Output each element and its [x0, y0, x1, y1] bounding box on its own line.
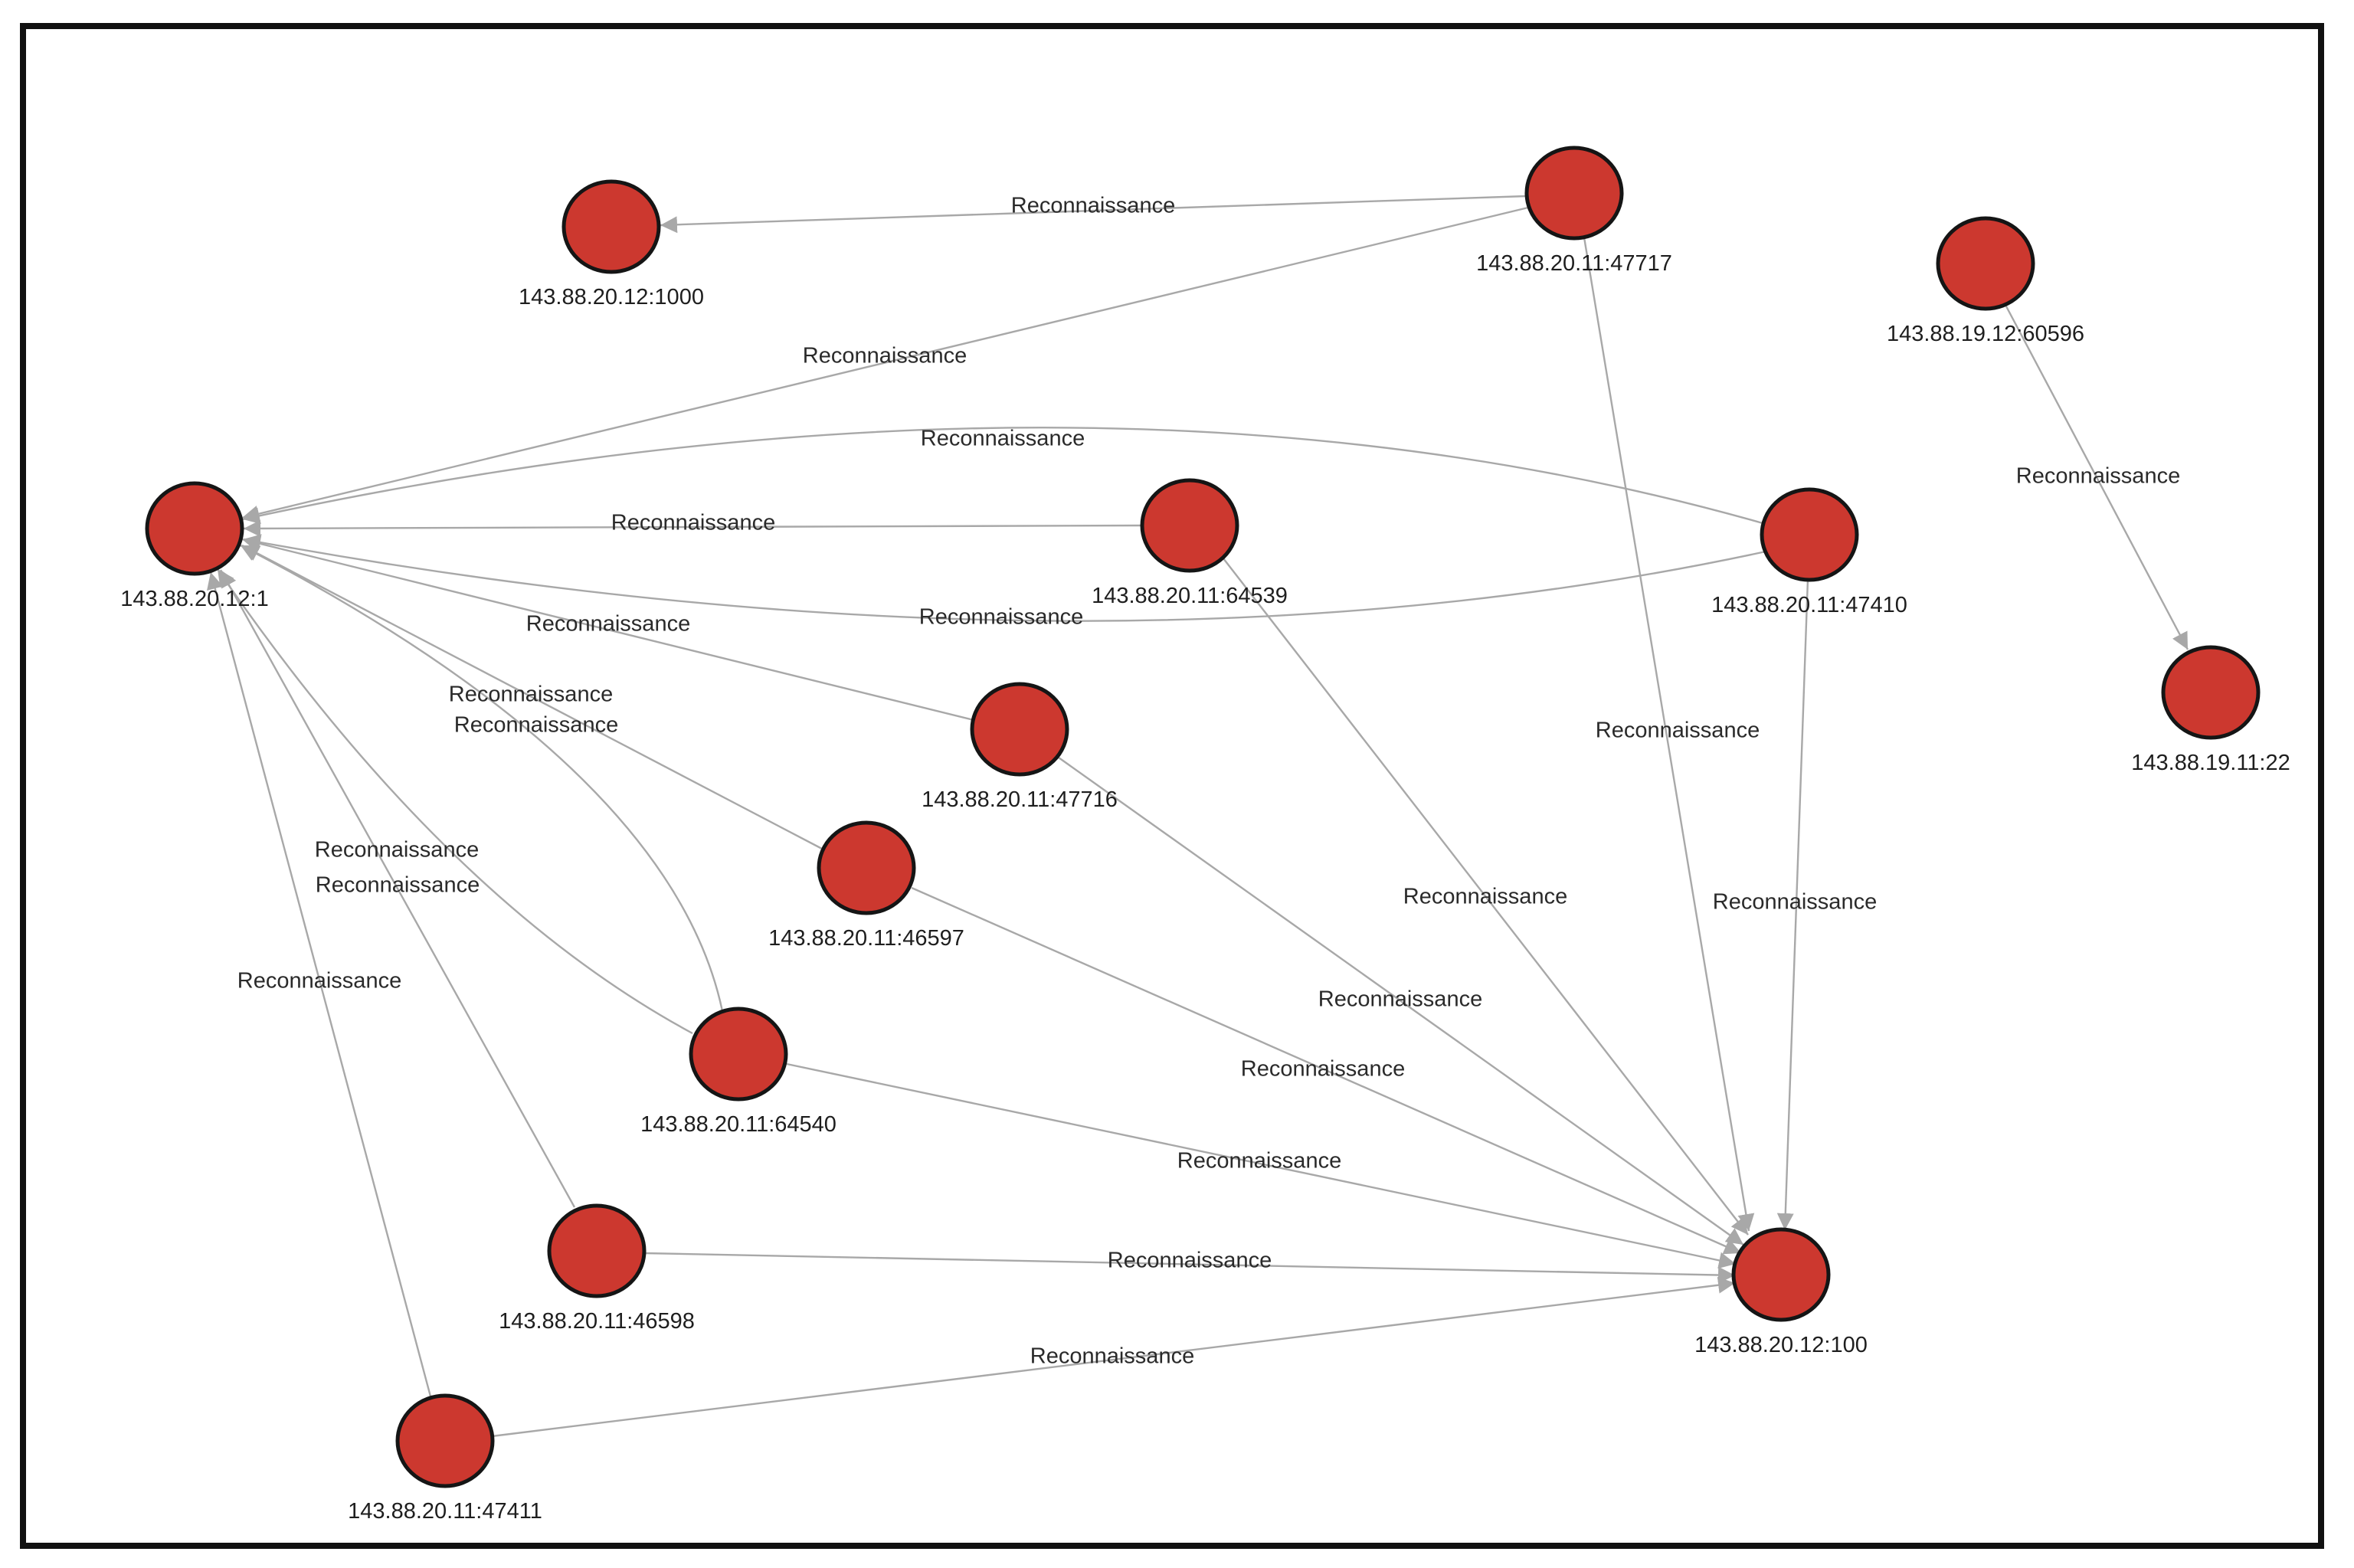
node-circle[interactable] [1524, 146, 1624, 241]
edge-label: Reconnaissance [1011, 194, 1175, 218]
edge-label: Reconnaissance [921, 427, 1085, 451]
node-label: 143.88.20.11:64539 [1092, 584, 1288, 608]
edge-label: Reconnaissance [1030, 1344, 1194, 1369]
node-circle[interactable] [689, 1007, 788, 1102]
edge-n11_64540-to-n12_100 [786, 1062, 1737, 1269]
node-circle[interactable] [561, 179, 661, 274]
edge-n11_47717-to-n12_100 [1583, 237, 1755, 1232]
edge-label: Reconnaissance [611, 511, 775, 535]
node-n19_12_60596[interactable]: 143.88.19.12:60596 [1887, 216, 2084, 346]
edge-n11_46598-to-n12_1 [219, 569, 576, 1208]
node-circle[interactable] [145, 481, 244, 576]
edge-label-layer: ReconnaissanceReconnaissanceReconnaissan… [237, 194, 2180, 1369]
node-circle[interactable] [970, 682, 1069, 777]
edge-n11_47716-to-n12_1 [241, 535, 974, 722]
node-label: 143.88.20.11:47717 [1476, 251, 1672, 276]
edge-n11_47411-to-n12_1 [207, 571, 432, 1397]
edge-n11_64540-to-n12_1 [217, 568, 693, 1035]
node-n19_11_22[interactable]: 143.88.19.11:22 [2131, 645, 2290, 775]
node-n11_64540[interactable]: 143.88.20.11:64540 [640, 1007, 837, 1137]
node-circle[interactable] [395, 1393, 495, 1488]
node-n11_64539[interactable]: 143.88.20.11:64539 [1092, 478, 1288, 608]
node-n11_47717[interactable]: 143.88.20.11:47717 [1476, 146, 1672, 276]
node-n11_47716[interactable]: 143.88.20.11:47716 [922, 682, 1118, 812]
node-label: 143.88.19.12:60596 [1887, 322, 2084, 346]
edge-n11_46598-to-n12_100 [644, 1252, 1736, 1284]
node-n12_1[interactable]: 143.88.20.12:1 [120, 481, 269, 611]
edge-label: Reconnaissance [316, 873, 480, 898]
node-n12_100[interactable]: 143.88.20.12:100 [1694, 1227, 1868, 1357]
edge-label: Reconnaissance [1596, 719, 1760, 743]
edge-n11_47410-to-n12_1 [242, 427, 1763, 525]
edge-label: Reconnaissance [1403, 885, 1567, 909]
node-n11_47411[interactable]: 143.88.20.11:47411 [348, 1393, 542, 1524]
edge-label: Reconnaissance [1241, 1057, 1405, 1082]
node-circle[interactable] [1140, 478, 1239, 573]
edge-n11_46597-to-n12_100 [911, 886, 1742, 1255]
edge-label: Reconnaissance [1318, 987, 1482, 1012]
node-label: 143.88.20.12:1000 [519, 285, 704, 309]
node-n11_46597[interactable]: 143.88.20.11:46597 [768, 820, 964, 951]
edge-n11_64540-to-n12_1 [240, 544, 724, 1012]
edge-n11_47716-to-n12_100 [1058, 757, 1744, 1246]
node-circle[interactable] [1760, 487, 1859, 582]
edge-n11_47717-to-n12_1000 [660, 195, 1527, 234]
node-circle[interactable] [1936, 216, 2035, 311]
node-circle[interactable] [2161, 645, 2261, 740]
edge-label: Reconnaissance [1177, 1149, 1341, 1174]
node-label: 143.88.20.11:47410 [1711, 593, 1907, 617]
edge-label: Reconnaissance [2016, 464, 2180, 489]
edge-label: Reconnaissance [315, 838, 479, 863]
edge-n19_12_60596-to-n19_11_22 [2004, 304, 2189, 650]
node-n11_47410[interactable]: 143.88.20.11:47410 [1711, 487, 1907, 617]
node-n11_46598[interactable]: 143.88.20.11:46598 [499, 1203, 695, 1334]
edge-label: Reconnaissance [449, 683, 613, 707]
edge-label: Reconnaissance [454, 713, 618, 738]
node-label: 143.88.20.11:64540 [640, 1112, 837, 1137]
edge-label: Reconnaissance [237, 969, 401, 994]
edge-n11_47717-to-n12_1 [241, 205, 1532, 522]
node-label: 143.88.20.11:46598 [499, 1309, 695, 1334]
edge-n11_64539-to-n12_1 [243, 519, 1143, 537]
edge-label: Reconnaissance [526, 612, 690, 637]
edge-n11_47410-to-n12_1 [243, 534, 1766, 622]
node-label: 143.88.20.11:46597 [768, 926, 964, 951]
edge-n11_64539-to-n12_100 [1223, 558, 1749, 1236]
edge-label: Reconnaissance [1713, 890, 1877, 915]
edge-label: Reconnaissance [803, 344, 967, 368]
edge-n11_47410-to-n12_100 [1776, 578, 1809, 1231]
node-label: 143.88.19.11:22 [2131, 751, 2290, 775]
node-label: 143.88.20.11:47411 [348, 1499, 542, 1524]
edge-layer [207, 195, 2189, 1438]
edge-n11_46597-to-n12_1 [241, 544, 823, 850]
node-circle[interactable] [1731, 1227, 1831, 1322]
edge-n11_47411-to-n12_100 [491, 1276, 1736, 1438]
node-label: 143.88.20.12:1 [120, 587, 269, 611]
node-n12_1000[interactable]: 143.88.20.12:1000 [519, 179, 704, 309]
node-label: 143.88.20.11:47716 [922, 787, 1118, 812]
edge-label: Reconnaissance [919, 605, 1083, 630]
edge-label: Reconnaissance [1108, 1249, 1272, 1273]
node-label: 143.88.20.12:100 [1694, 1333, 1868, 1357]
node-layer: 143.88.20.12:1000 143.88.20.11:47717 143.8… [120, 146, 2290, 1524]
node-circle[interactable] [547, 1203, 647, 1298]
node-circle[interactable] [817, 820, 916, 915]
